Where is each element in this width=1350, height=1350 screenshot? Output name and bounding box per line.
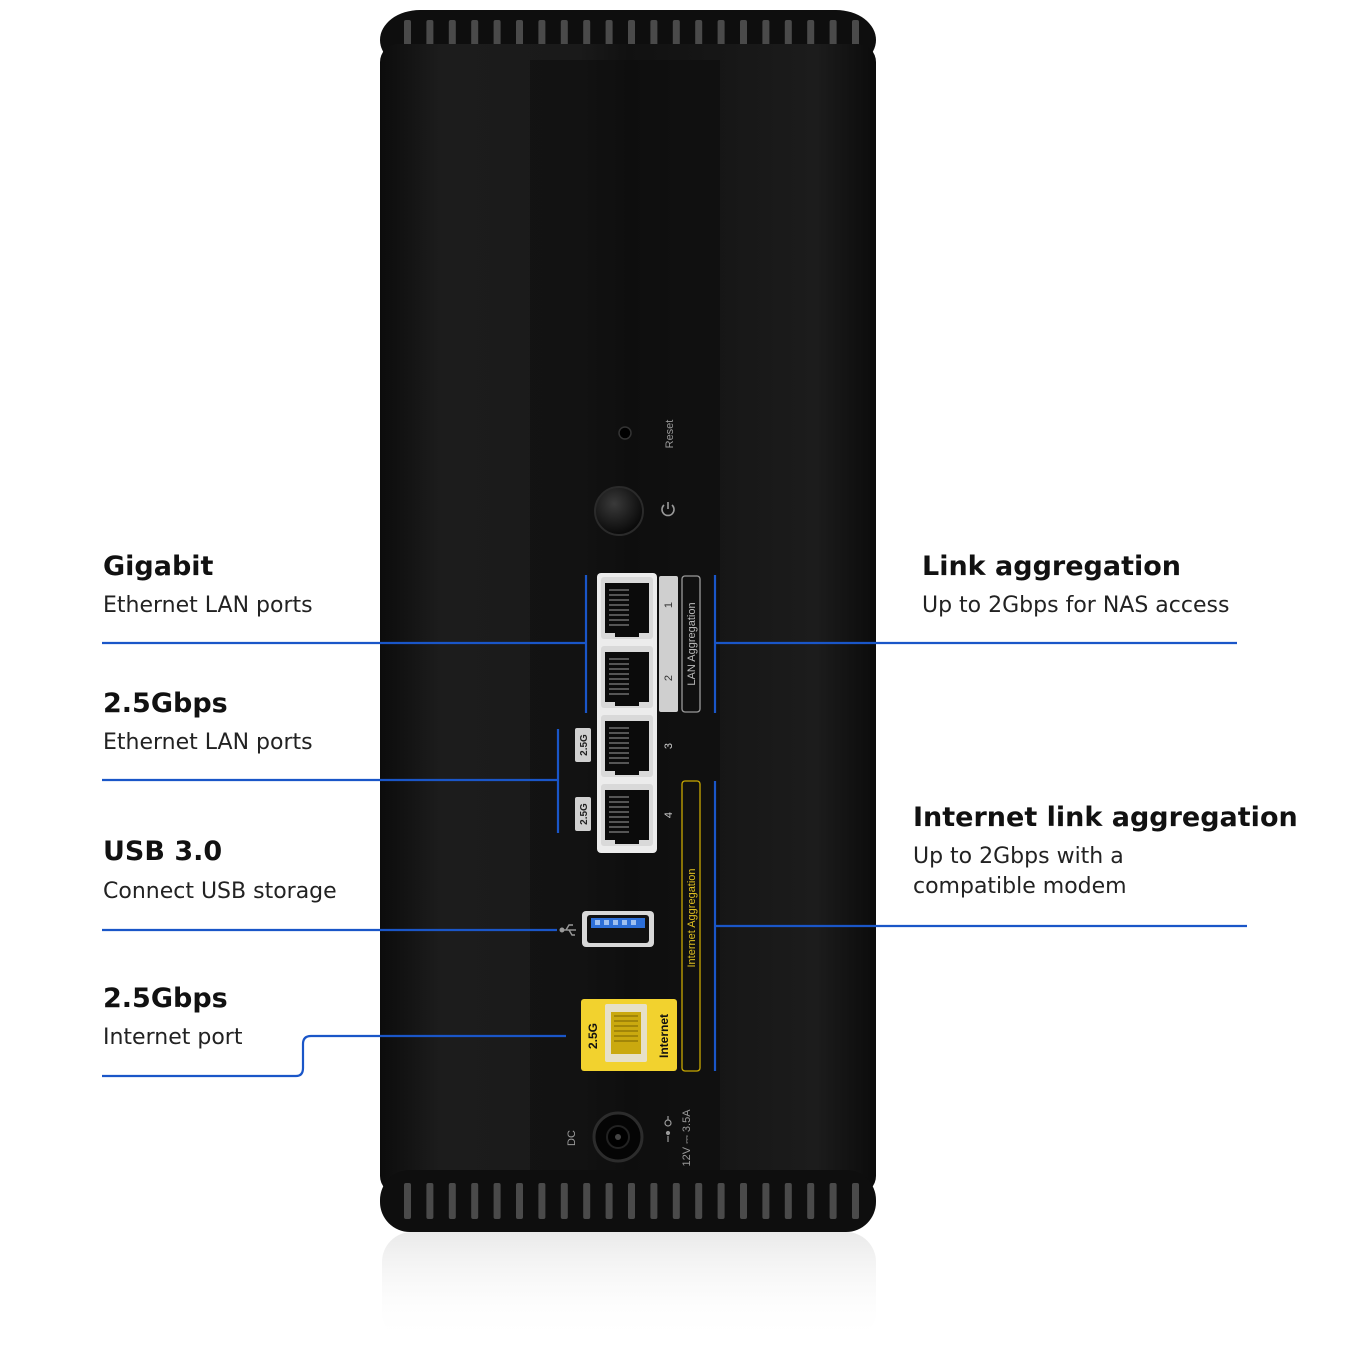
svg-text:2.5G: 2.5G (579, 803, 590, 825)
vent-slot (560, 1183, 568, 1219)
lan-port-1[interactable] (601, 577, 653, 639)
internet25-desc: Internet port (103, 1025, 243, 1050)
vent-slot (829, 1183, 837, 1219)
vent-slot (605, 1183, 613, 1219)
lan-port-4[interactable] (601, 784, 653, 846)
badge-25g-port3: 2.5G (575, 728, 591, 762)
badge-25g-port4: 2.5G (575, 797, 591, 831)
vent-slot (583, 1183, 591, 1219)
vent-slot (538, 1183, 546, 1219)
internet-port[interactable]: 2.5G Internet (581, 999, 677, 1071)
vent-slot (852, 1183, 859, 1219)
bottom-vent (380, 1170, 876, 1232)
vent-slot (650, 1183, 658, 1219)
gigabit-desc: Ethernet LAN ports (103, 593, 313, 618)
device-reflection (382, 1232, 876, 1342)
svg-text:2.5G: 2.5G (579, 734, 590, 756)
power-icon (661, 502, 675, 517)
vent-slot (807, 1183, 815, 1219)
vent-slot (672, 1183, 680, 1219)
lan-aggregation-box (681, 575, 701, 713)
lan25-desc: Ethernet LAN ports (103, 730, 313, 755)
power-rating-label: 12V ⎓ 3.5A (681, 1109, 693, 1167)
vent-slot (426, 1183, 434, 1219)
lan-port-3[interactable] (601, 715, 653, 777)
lan-port-2[interactable] (601, 646, 653, 708)
reset-pinhole[interactable] (618, 426, 632, 440)
link-agg-title: Link aggregation (922, 551, 1182, 582)
internet25-title: 2.5Gbps (103, 983, 228, 1014)
internet-aggregation-label: Internet Aggregation (686, 868, 698, 967)
vent-slot (404, 1183, 411, 1219)
vent-slot (471, 1183, 479, 1219)
usb-title: USB 3.0 (103, 836, 223, 867)
vent-slot (516, 1183, 523, 1219)
dc-label: DC (566, 1130, 578, 1146)
internet-port-label: Internet (657, 1014, 671, 1058)
internet-agg-title: Internet link aggregation (913, 802, 1298, 833)
usb-icon (559, 924, 576, 936)
gigabit-title: Gigabit (103, 551, 214, 582)
lan-port-block (597, 573, 657, 853)
port-number-1: 1 (663, 602, 675, 608)
internet-agg-desc-line2: compatible modem (913, 874, 1127, 899)
port-number-4: 4 (663, 812, 675, 818)
dc-polarity-icon (664, 1116, 672, 1142)
internet-aggregation-box (681, 780, 701, 1072)
reset-label: Reset (664, 420, 676, 449)
vent-slot (784, 1183, 792, 1219)
lan-aggregation-strip (659, 576, 678, 712)
port-number-2: 2 (663, 675, 675, 681)
vent-slot (628, 1183, 635, 1219)
usb-desc: Connect USB storage (103, 879, 337, 904)
usb-port[interactable] (582, 911, 654, 947)
lan25-title: 2.5Gbps (103, 688, 228, 719)
vent-slot (762, 1183, 770, 1219)
lan-aggregation-label: LAN Aggregation (686, 602, 698, 685)
vent-slot (717, 1183, 725, 1219)
vent-slot (695, 1183, 703, 1219)
vent-slot (740, 1183, 747, 1219)
vent-slot (493, 1183, 501, 1219)
port-number-3: 3 (663, 743, 675, 749)
dc-jack[interactable] (592, 1111, 644, 1163)
link-agg-desc: Up to 2Gbps for NAS access (922, 593, 1230, 618)
power-button[interactable] (594, 486, 644, 536)
vent-slot (448, 1183, 456, 1219)
internet-badge-25g: 2.5G (586, 1023, 600, 1049)
internet-agg-desc-line1: Up to 2Gbps with a (913, 844, 1124, 869)
